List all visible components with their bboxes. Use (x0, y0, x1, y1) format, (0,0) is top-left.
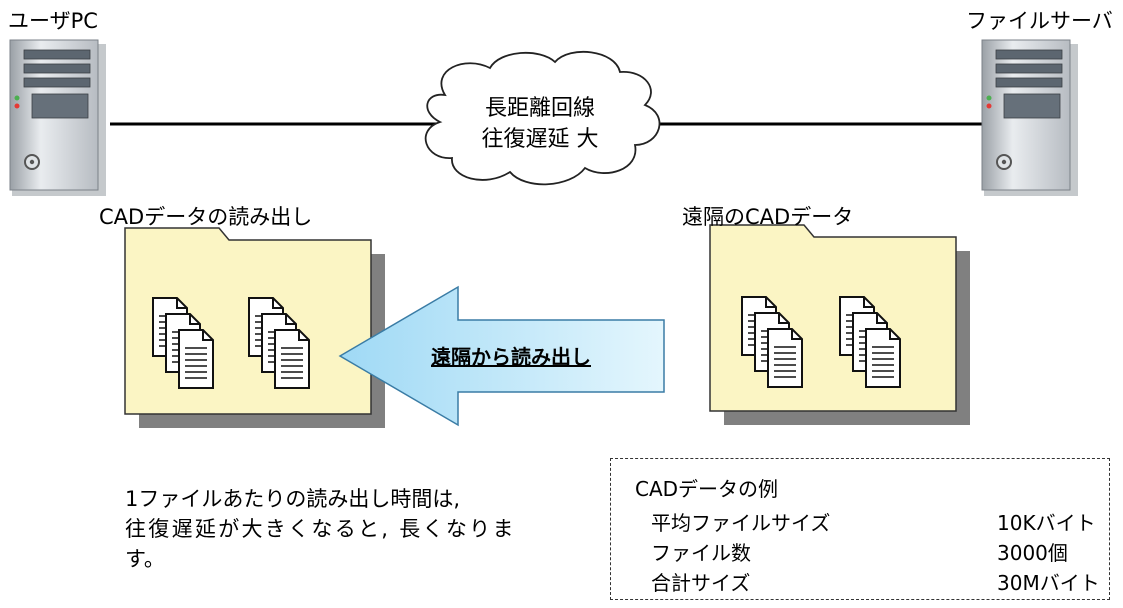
remote-folder-icon (709, 224, 971, 426)
user-pc-label: ユーザPC (8, 9, 98, 33)
note-line2: 往復遅延が大きくなると, 長くなりま (125, 517, 516, 541)
local-folder-icon (124, 227, 386, 429)
user-pc-icon (9, 39, 107, 197)
note-line3: す。 (125, 547, 165, 571)
remote-label: 遠隔のCADデータ (682, 205, 854, 229)
network-cloud (424, 50, 661, 186)
read-label: CADデータの読み出し (99, 205, 313, 229)
read-arrow (338, 285, 665, 427)
file-server-icon (981, 39, 1079, 197)
note-line1: 1ファイルあたりの読み出し時間は, (125, 487, 461, 511)
network-label: 長距離回線 往復遅延 大 (470, 93, 610, 155)
example-row-label-avg-size: 平均ファイルサイズ (651, 511, 831, 535)
example-row-label-total-size: 合計サイズ (651, 571, 751, 595)
arrow-label: 遠隔から読み出し (431, 345, 591, 369)
network-label-line1: 長距離回線 (484, 96, 595, 121)
network-label-line2: 往復遅延 大 (481, 127, 599, 152)
example-row-value-avg-size: 10Kバイト (997, 511, 1096, 535)
example-box: CADデータの例 平均ファイルサイズ 10Kバイト ファイル数 3000個 合計… (610, 458, 1110, 600)
example-row-value-file-count: 3000個 (997, 541, 1068, 565)
example-row-value-total-size: 30Mバイト (997, 571, 1100, 595)
example-row-label-file-count: ファイル数 (651, 541, 751, 565)
example-title: CADデータの例 (635, 477, 779, 501)
file-server-label: ファイルサーバ (966, 9, 1113, 33)
note-text: 1ファイルあたりの読み出し時間は, 往復遅延が大きくなると, 長くなりま す。 (125, 484, 595, 576)
